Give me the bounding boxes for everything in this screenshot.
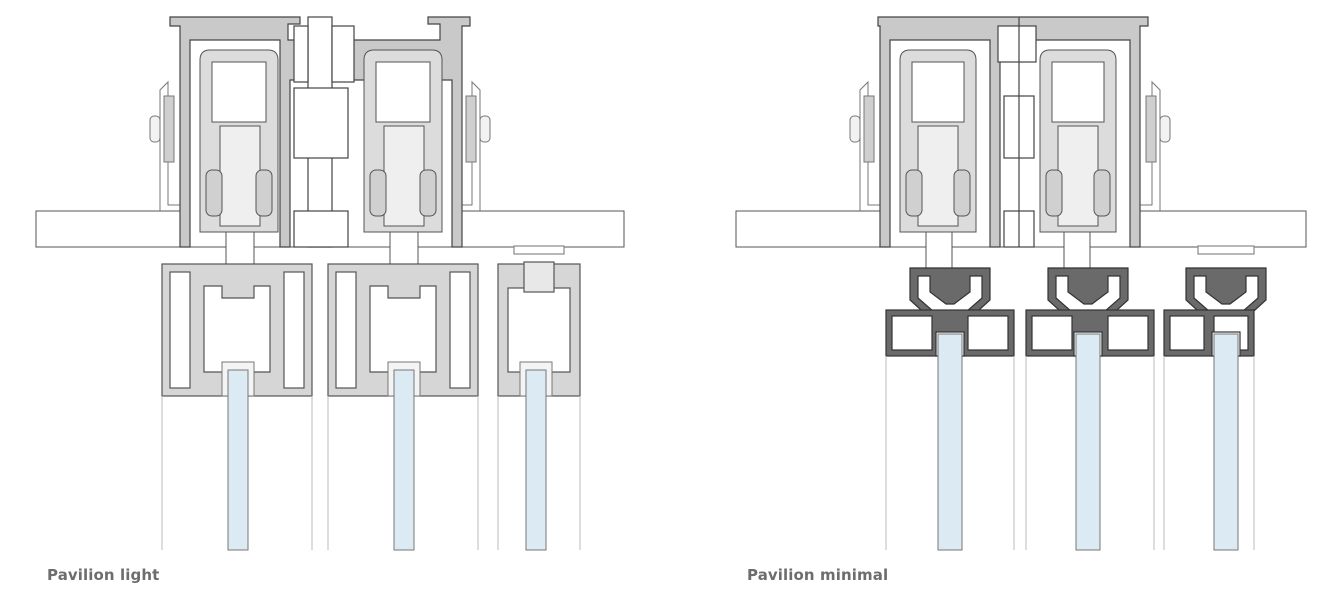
side-bracket-left — [849, 80, 882, 211]
panel-edges — [161, 396, 581, 550]
sash-profile-1 — [161, 263, 313, 397]
floor-slab — [35, 210, 625, 248]
roller-carriage-1 — [199, 49, 279, 269]
caption-pavilion-minimal: Pavilion minimal — [747, 566, 889, 584]
roller-carriage-1 — [899, 49, 977, 269]
pavilion-minimal-drawing — [735, 16, 1307, 551]
panel-edges — [885, 356, 1255, 550]
slim-sash-profile-2 — [1025, 267, 1155, 357]
side-bracket-right — [1140, 80, 1171, 211]
roller-carriage-2 — [363, 49, 443, 269]
caption-pavilion-light: Pavilion light — [47, 566, 160, 584]
pavilion-light-drawing — [35, 16, 625, 551]
side-bracket-right — [460, 80, 491, 211]
glass-panes — [937, 333, 1239, 551]
top-frame — [877, 16, 1149, 248]
roller-carriage-2 — [1039, 49, 1117, 269]
side-bracket-left — [149, 80, 182, 211]
glass-panes — [221, 361, 553, 551]
